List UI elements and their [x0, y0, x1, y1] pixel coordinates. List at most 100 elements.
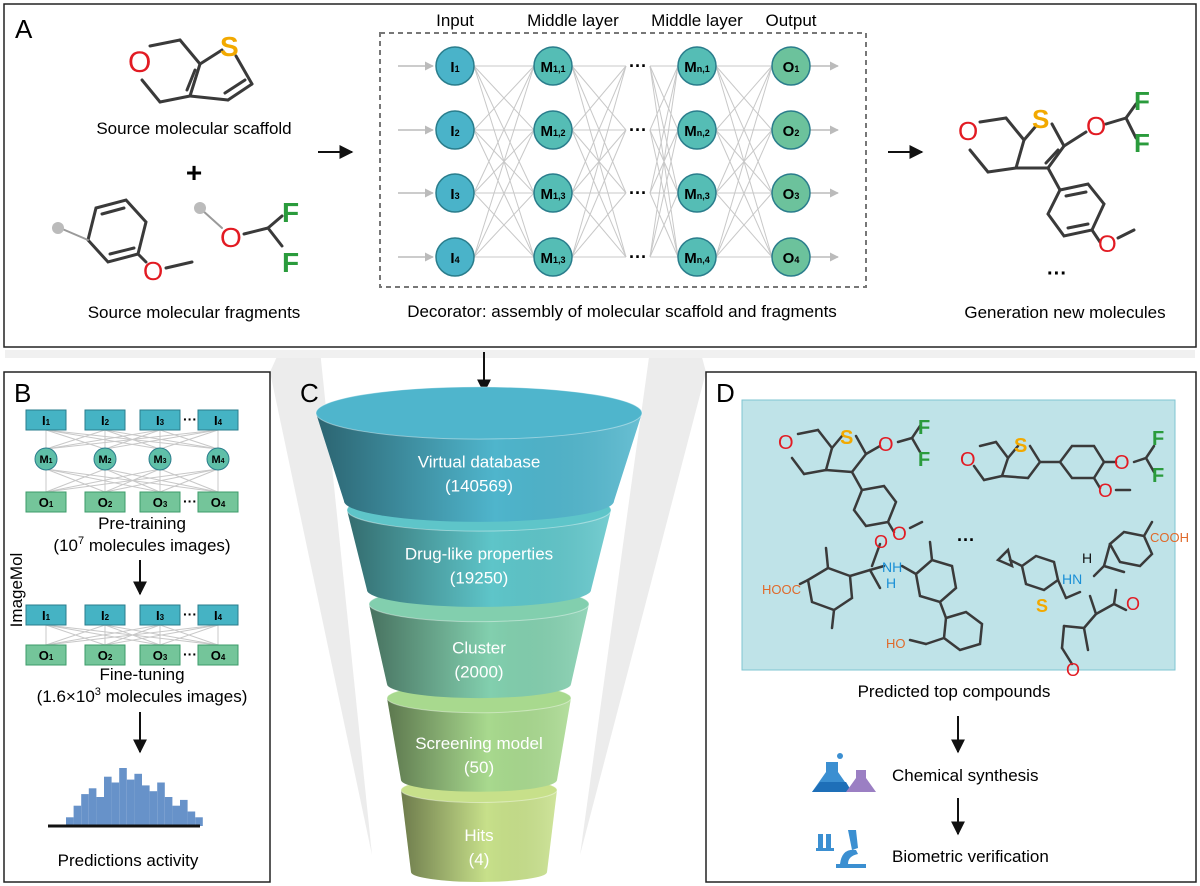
funnel-tier-label: Hits	[464, 826, 493, 845]
compound3-carbonyl-oxygen: O	[874, 532, 888, 552]
b-ellipsis: ···	[183, 411, 197, 427]
b-edge	[104, 468, 219, 493]
panel-c: C Hits(4)Screening model(50)Cluster(2000…	[300, 378, 643, 882]
b-output-box	[25, 491, 67, 513]
b-output-label: O1	[39, 648, 54, 663]
scaffold-molecule	[140, 38, 254, 104]
middlen-node-label: Mn,4	[684, 250, 710, 267]
plus-sign: +	[186, 157, 202, 188]
histogram-bar	[172, 805, 180, 826]
product-fluorine-2: F	[1134, 128, 1150, 158]
b-mid-node	[206, 447, 230, 471]
b-input-box	[197, 604, 239, 626]
input-node-label: I1	[450, 59, 459, 76]
compound1-sulfur: S	[840, 427, 853, 449]
product-caption: Generation new molecules	[964, 303, 1165, 322]
compound4-h: H	[1082, 550, 1092, 566]
b-mid-label: M4	[211, 454, 224, 466]
b-edge	[45, 429, 161, 450]
funnel-tier-shading	[387, 698, 571, 792]
fragment-methoxyphenyl	[59, 198, 194, 270]
scaffold-caption: Source molecular scaffold	[96, 119, 291, 138]
b-output-box	[139, 491, 181, 513]
product-fluorine-1: F	[1134, 86, 1150, 116]
b-ellipsis: ···	[183, 493, 197, 509]
middlen-node-label: Mn,3	[684, 186, 710, 203]
funnel-tier-shading	[369, 604, 589, 699]
product-oxygen-ether: O	[1086, 111, 1106, 141]
panel-c-letter: C	[300, 378, 319, 408]
network-edge	[649, 65, 679, 194]
scaffold-sulfur: S	[220, 31, 239, 62]
fragment2-fluorine-2: F	[282, 247, 299, 278]
compound2-sulfur: S	[1014, 435, 1027, 457]
middle1-node	[533, 173, 573, 213]
b-ellipsis: ···	[183, 646, 197, 662]
b-output-box	[197, 644, 239, 666]
panel-d-letter: D	[716, 378, 735, 408]
fragment-attachment-point	[52, 222, 64, 234]
b-output-label: O1	[39, 495, 54, 510]
b-mid-node	[148, 447, 172, 471]
product-oxygen-ring: O	[958, 116, 978, 146]
b-input-label: I2	[101, 608, 110, 623]
output-node	[771, 110, 811, 150]
b-edge	[45, 468, 106, 493]
input-node-label: I2	[450, 123, 459, 140]
network-edge	[473, 192, 535, 258]
b-output-box	[84, 644, 126, 666]
b-edge	[45, 468, 161, 493]
b-edge	[45, 429, 106, 450]
funnel-tier-top	[315, 386, 643, 440]
funnel-tier-label: Cluster	[452, 639, 506, 658]
compound2-fluorine-2: F	[1152, 465, 1164, 487]
compound-3	[798, 540, 984, 652]
middle1-node-label: M1,3	[540, 250, 565, 267]
output-node-label: O4	[783, 250, 800, 267]
histogram-bar	[164, 797, 173, 826]
network-edge	[473, 65, 535, 258]
histogram-bar	[180, 799, 188, 826]
panel-a: A O S Source molecular scaffold +	[3, 3, 1197, 348]
compound2-oxygen: O	[960, 449, 976, 471]
histogram-bar	[119, 768, 127, 826]
network-edge	[715, 192, 773, 258]
b-edge	[159, 624, 219, 646]
network-ellipsis: ···	[629, 183, 647, 203]
activity-histogram	[66, 768, 203, 826]
b-output-label: O3	[153, 495, 168, 510]
b-output-box	[139, 644, 181, 666]
input-node	[435, 237, 475, 277]
compound1-ether-oxygen: O	[878, 434, 894, 456]
histogram-bar	[195, 817, 203, 826]
middle1-node	[533, 237, 573, 277]
histogram-bar	[88, 788, 97, 826]
product-molecule	[968, 102, 1138, 244]
network-edge	[715, 129, 773, 258]
compound3-ho: HO	[886, 636, 906, 651]
b-mid-node	[34, 447, 58, 471]
compound1-methoxy-oxygen: O	[892, 524, 907, 545]
input-node-label: I4	[450, 250, 459, 267]
histogram-bar	[81, 794, 89, 826]
b-edge	[159, 429, 219, 450]
b-input-box	[84, 409, 126, 431]
compound4-sulfur: S	[1036, 596, 1048, 616]
histogram-bar	[149, 791, 158, 826]
network-ellipsis: ···	[629, 120, 647, 140]
network-edge	[649, 192, 679, 258]
histogram-bar	[157, 782, 165, 826]
input-node	[435, 110, 475, 150]
verification-step: Biometric verification	[892, 847, 1049, 866]
b-edge	[45, 624, 161, 646]
panel-d: D O S O F F O	[705, 371, 1197, 883]
finetune-caption-detail: (1.6×103 molecules images)	[37, 686, 248, 706]
b-output-label: O4	[211, 648, 226, 663]
panel-a-letter: A	[15, 14, 33, 44]
compounds-ellipsis: ···	[957, 530, 975, 550]
funnel-tier-label: Virtual database	[418, 453, 541, 472]
compound4-hn: HN	[1062, 571, 1082, 587]
